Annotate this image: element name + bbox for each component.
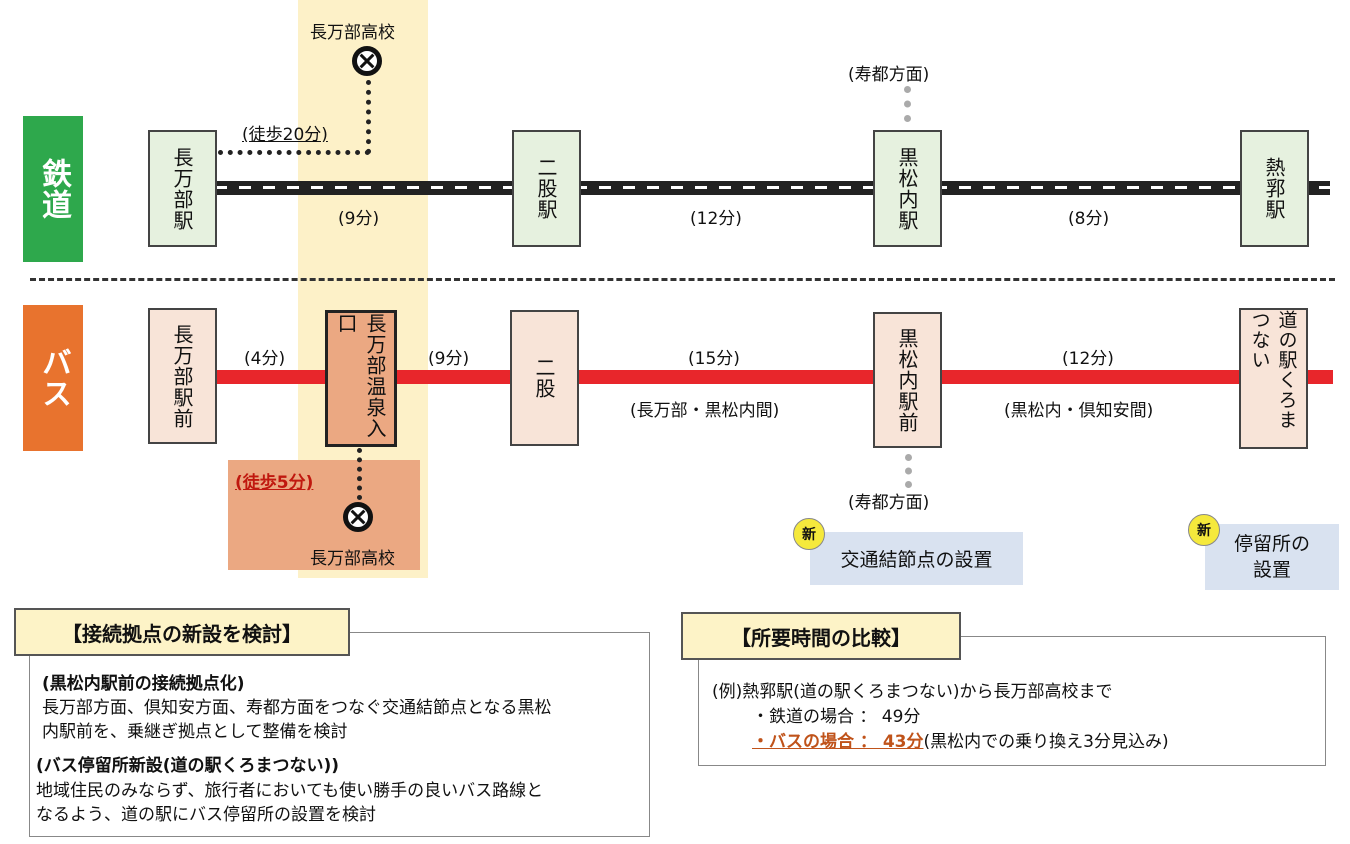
bus-walk-label: (徒歩5分) — [235, 473, 314, 493]
left-panel-text-2b: なるよう、道の駅にバス停留所の設置を検討 — [36, 805, 376, 825]
bus-time-3: (15分) — [688, 349, 740, 369]
rail-station-oshamambe: 長万部駅 — [148, 130, 217, 247]
new-stop-label-1: 停留所の — [1233, 533, 1310, 555]
bus-section-1: (長万部・黒松内間) — [630, 401, 780, 421]
new-node-box: 交通結節点の設置 — [810, 532, 1023, 585]
bus-walk-box — [228, 460, 420, 570]
rail-time-3: (8分) — [1068, 209, 1110, 229]
rail-walk-path-v — [366, 80, 371, 154]
left-panel-text-1b: 内駅前を、乗継ぎ拠点として整備を検討 — [42, 722, 348, 742]
bus-walk-path — [357, 448, 362, 500]
new-node-label: 交通結節点の設置 — [840, 549, 993, 571]
left-panel-text-2a: 地域住民のみならず、旅行者においても使い勝手の良いバス路線と — [36, 781, 544, 801]
bus-direction-label: (寿都方面) — [848, 493, 930, 513]
bus-category-label: バス — [23, 305, 83, 451]
rail-direction-label: (寿都方面) — [848, 65, 930, 85]
right-panel-rail-line: ・鉄道の場合 ： 49分 — [752, 707, 921, 727]
bus-direction-path — [905, 454, 912, 488]
rail-school-label: 長万部高校 — [310, 23, 395, 43]
bus-stop-michinoeki: 道の駅くろまつない — [1239, 308, 1308, 449]
bus-line — [215, 370, 1333, 384]
rail-time-2: (12分) — [690, 209, 742, 229]
new-stop-label-2: 設置 — [1252, 559, 1291, 581]
left-panel-text-1a: 長万部方面、倶知安方面、寿都方面をつなぐ交通結節点となる黒松 — [42, 698, 552, 718]
bus-time-2: (9分) — [428, 349, 470, 369]
bus-stop-kuromatsunai-ekimae: 黒松内駅前 — [873, 312, 942, 448]
right-panel-bus-row: ・バスの場合 ： 43分(黒松内での乗り換え3分見込み) — [752, 730, 1169, 754]
bus-school-label: 長万部高校 — [310, 549, 395, 569]
rail-station-kuromatsunai: 黒松内駅 — [873, 130, 942, 247]
left-panel-heading-1: (黒松内駅前の接続拠点化) — [42, 674, 245, 694]
bus-time-1: (4分) — [244, 349, 286, 369]
bus-section-2: (黒松内・倶知安間) — [1004, 401, 1154, 421]
right-panel-bus-note: (黒松内での乗り換え3分見込み) — [923, 732, 1169, 752]
rail-station-nekko: 熱郛駅 — [1240, 130, 1309, 247]
new-stop-badge: 新 — [1188, 514, 1220, 546]
right-panel-title: 【所要時間の比較】 — [681, 612, 961, 660]
bus-time-4: (12分) — [1062, 349, 1114, 369]
bus-stop-futamata: 二股 — [510, 310, 579, 446]
bus-stop-onsen-iriguchi: 長万部温泉入口 — [325, 310, 397, 447]
rail-walk-path-h — [218, 150, 370, 155]
new-stop-box: 停留所の 設置 — [1205, 524, 1339, 590]
rail-station-futamata: 二股駅 — [512, 130, 581, 247]
left-panel-heading-2: (バス停留所新設(道の駅くろまつない)) — [36, 756, 340, 776]
category-divider — [30, 278, 1335, 281]
right-panel-example: (例)熱郛駅(道の駅くろまつない)から長万部高校まで — [712, 682, 1113, 702]
new-node-badge: 新 — [793, 518, 825, 550]
bus-school-icon — [343, 502, 373, 532]
right-panel-bus-line: ・バスの場合 ： 43分 — [752, 732, 924, 752]
rail-line — [215, 181, 1330, 195]
bus-stop-oshamambe-ekimae: 長万部駅前 — [148, 308, 217, 444]
rail-walk-label: (徒歩20分) — [242, 125, 328, 145]
rail-category-label: 鉄道 — [23, 116, 83, 262]
left-panel-title: 【接続拠点の新設を検討】 — [14, 608, 350, 656]
rail-school-icon — [352, 46, 382, 76]
rail-direction-path — [904, 86, 911, 122]
rail-time-1: (9分) — [338, 209, 380, 229]
right-panel — [698, 636, 1326, 766]
